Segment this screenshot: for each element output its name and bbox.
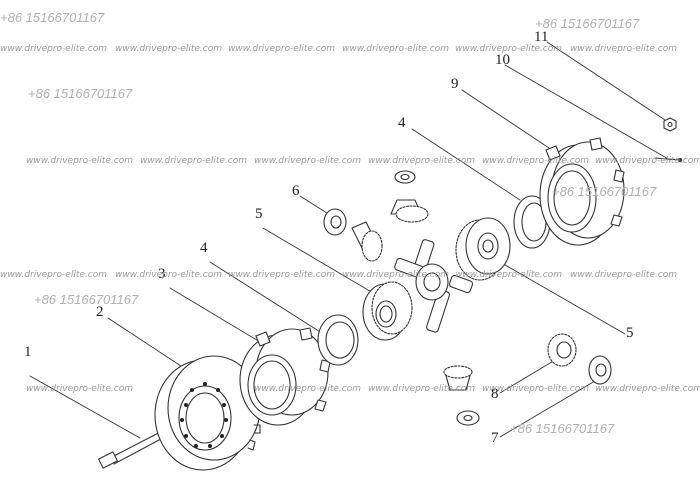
- watermark-site: www.drivepro-elite.com: [595, 384, 700, 394]
- cross-spider: [394, 239, 474, 333]
- part-5-side-gear-left: [362, 281, 413, 341]
- callout-11: 11: [534, 29, 549, 45]
- part-6-washer: [323, 208, 347, 236]
- watermark-site: www.drivepro-elite.com: [140, 156, 247, 166]
- watermark-phone: +86 15166701167: [535, 16, 640, 31]
- pinion-bottom: [443, 365, 480, 426]
- watermark-site: www.drivepro-elite.com: [0, 270, 107, 280]
- watermark-site: www.drivepro-elite.com: [254, 156, 361, 166]
- part-11-nut: [663, 117, 677, 132]
- watermark-site: www.drivepro-elite.com: [342, 270, 449, 280]
- watermark-site: www.drivepro-elite.com: [455, 44, 562, 54]
- watermark-site: www.drivepro-elite.com: [0, 44, 107, 54]
- watermark-phone: +86 15166701167: [28, 86, 133, 101]
- watermark-site: www.drivepro-elite.com: [115, 44, 222, 54]
- callout-10: 10: [495, 52, 510, 68]
- watermark-phone: +86 15166701167: [552, 184, 657, 199]
- part-8-pinion-right: [547, 333, 577, 367]
- pinion-top: [390, 170, 429, 223]
- callout-5-right: 5: [626, 325, 634, 341]
- callout-3: 3: [158, 266, 166, 282]
- watermark-site: www.drivepro-elite.com: [342, 44, 449, 54]
- part-9-case-half: [539, 137, 625, 246]
- watermark-site: www.drivepro-elite.com: [482, 156, 589, 166]
- part-5-side-gear-right: [455, 217, 511, 281]
- watermark-site: www.drivepro-elite.com: [228, 270, 335, 280]
- callout-9: 9: [451, 76, 459, 92]
- callout-7: 7: [491, 430, 499, 446]
- watermark-site: www.drivepro-elite.com: [595, 156, 700, 166]
- watermark-phone: +86 15166701167: [510, 421, 615, 436]
- watermark-site: www.drivepro-elite.com: [228, 44, 335, 54]
- callout-8: 8: [491, 386, 499, 402]
- watermark-site: www.drivepro-elite.com: [570, 270, 677, 280]
- watermark-site: www.drivepro-elite.com: [482, 384, 589, 394]
- watermark-site: www.drivepro-elite.com: [26, 156, 133, 166]
- watermark-site: www.drivepro-elite.com: [115, 270, 222, 280]
- callout-1: 1: [24, 344, 32, 360]
- part-3-case-half: [239, 327, 331, 426]
- part-2-ring-gear: [154, 355, 264, 471]
- callout-4-top: 4: [398, 115, 406, 131]
- callout-5-left: 5: [255, 206, 263, 222]
- callout-6: 6: [292, 183, 300, 199]
- watermark-site: www.drivepro-elite.com: [570, 44, 677, 54]
- watermark-site: www.drivepro-elite.com: [368, 156, 475, 166]
- watermark-site: www.drivepro-elite.com: [368, 384, 475, 394]
- watermark-site: www.drivepro-elite.com: [455, 270, 562, 280]
- leader-lines: [29, 41, 671, 439]
- part-4-washer-left: [317, 314, 359, 366]
- part-10-pin: [654, 157, 683, 163]
- part-7-washer: [588, 355, 612, 385]
- callout-4-left: 4: [200, 240, 208, 256]
- watermark-site: www.drivepro-elite.com: [26, 384, 133, 394]
- watermark-phone: +86 15166701167: [0, 10, 105, 25]
- watermark-phone: +86 15166701167: [34, 292, 139, 307]
- pinion-left: [351, 221, 383, 262]
- callout-2: 2: [96, 304, 104, 320]
- watermark-site: www.drivepro-elite.com: [254, 384, 361, 394]
